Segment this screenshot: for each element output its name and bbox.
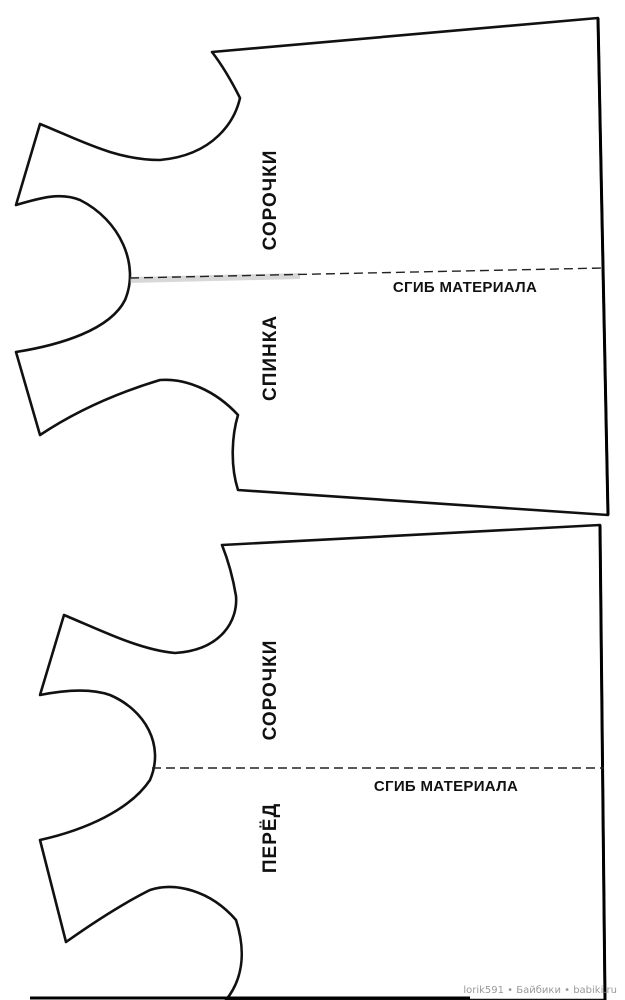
back-piece-label: СПИНКА (260, 315, 281, 401)
back-fold-line (129, 267, 605, 279)
back-piece-outline (14, 16, 610, 517)
front-piece-outline (38, 523, 607, 1000)
watermark: lorik591 • Байбики • babiki.ru (463, 985, 617, 996)
front-fold-label: СГИБ МАТЕРИАЛА (374, 778, 518, 795)
back-fold-label: СГИБ МАТЕРИАЛА (393, 279, 537, 296)
front-garment-label: СОРОЧКИ (260, 640, 281, 741)
back-garment-label: СОРОЧКИ (260, 150, 281, 251)
back-fold-shadow (129, 273, 301, 283)
back-pattern-piece: СОРОЧКИ СПИНКА СГИБ МАТЕРИАЛА (14, 16, 610, 517)
front-pattern-piece: СОРОЧКИ ПЕРЁД СГИБ МАТЕРИАЛА (38, 523, 607, 1000)
front-piece-label: ПЕРЁД (260, 803, 281, 873)
front-right-edge (598, 524, 607, 1000)
back-right-edge (596, 17, 610, 516)
